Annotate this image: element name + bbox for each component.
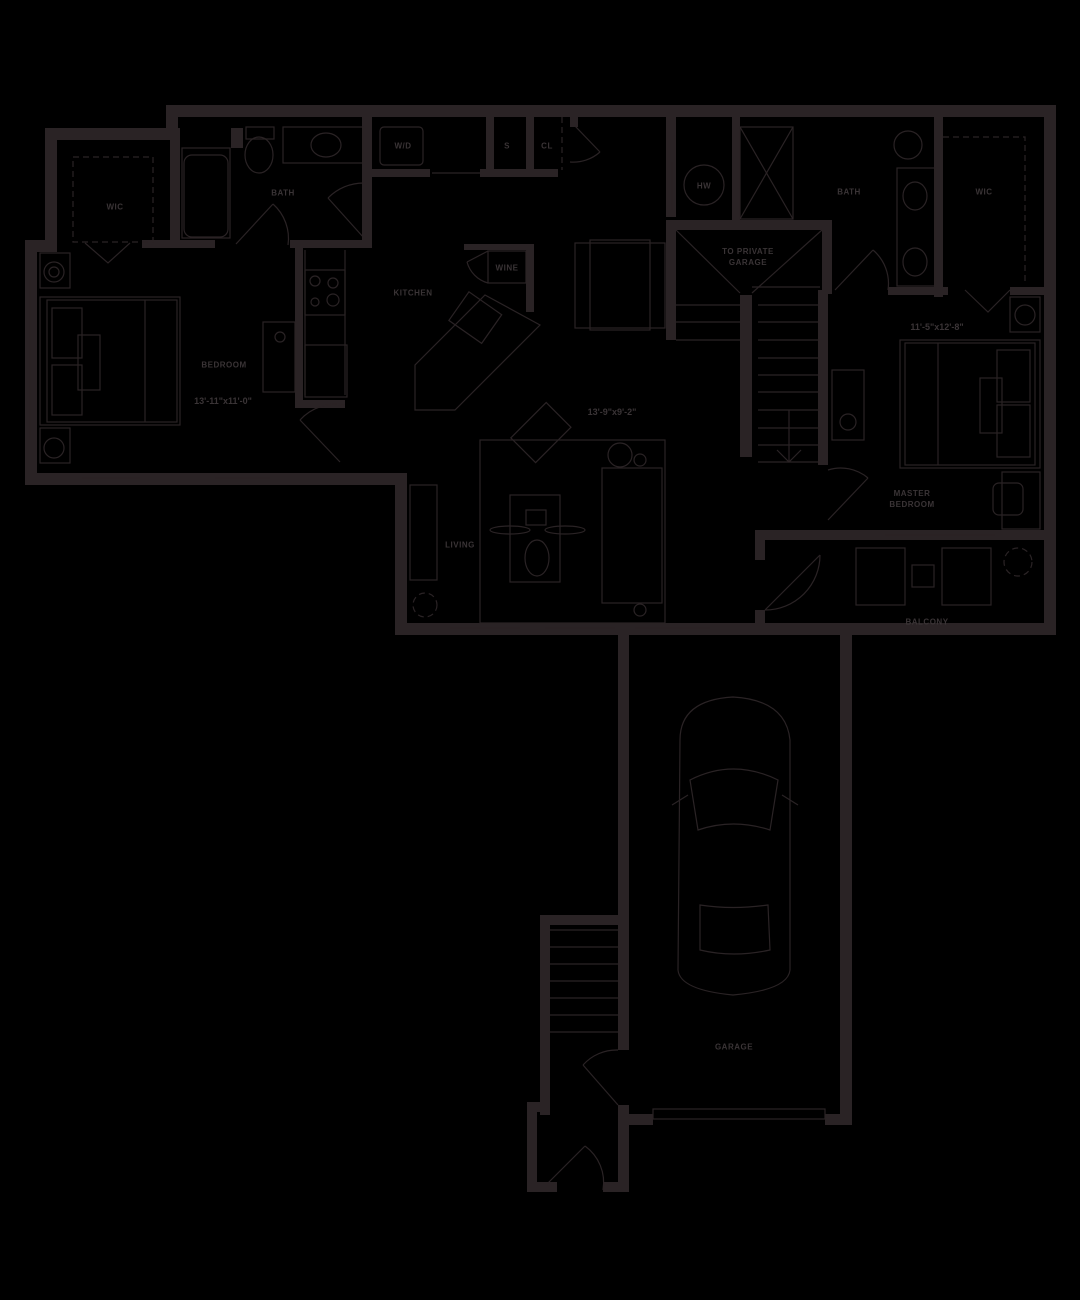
dimension-living: 13'-9"x9'-2" (587, 407, 637, 417)
room-label-living: LIVING (445, 540, 475, 550)
room-label-wic-right: WIC (975, 187, 993, 197)
room-label-storage: S (504, 141, 510, 151)
room-label-to-private-garage: TO PRIVATE GARAGE (722, 246, 774, 268)
walls (25, 105, 1056, 1192)
room-label-wd: W/D (394, 141, 412, 151)
room-label-bedroom: BEDROOM (201, 360, 247, 370)
room-label-bath-left: BATH (271, 188, 295, 198)
staircase-lower (550, 929, 618, 1033)
room-label-hw: HW (696, 181, 712, 191)
dimension-bedroom: 13'-11"x11'-0" (194, 396, 252, 406)
room-label-closet: CL (541, 141, 553, 151)
label-line-2: GARAGE (728, 258, 768, 267)
fixtures (29, 117, 1041, 1191)
car (671, 696, 799, 996)
room-label-garage: GARAGE (714, 1042, 754, 1052)
label-line-1: MASTER (893, 489, 931, 498)
room-label-balcony: BALCONY (905, 617, 949, 627)
room-label-bath-right: BATH (837, 187, 861, 197)
room-label-wine: WINE (495, 263, 519, 273)
room-label-wic-left: WIC (106, 202, 124, 212)
room-label-kitchen: KITCHEN (393, 288, 433, 298)
label-line-1: TO PRIVATE (722, 247, 774, 256)
dimension-master-bedroom: 11'-5"x12'-8" (910, 322, 964, 332)
staircase-upper (676, 286, 820, 463)
room-label-master-bedroom: MASTER BEDROOM (889, 488, 934, 510)
label-line-2: BEDROOM (889, 500, 935, 509)
